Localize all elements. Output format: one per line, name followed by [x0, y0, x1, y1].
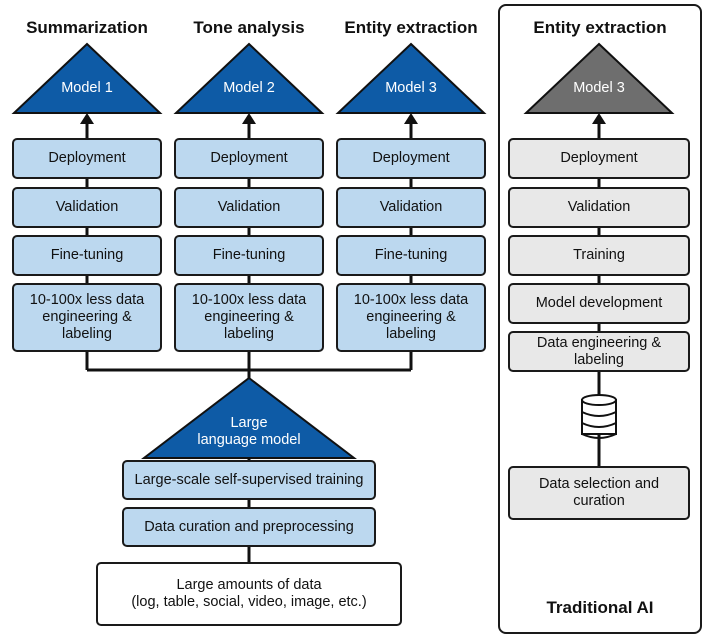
col3-arrow — [404, 113, 418, 124]
col1-data-box: 10-100x less data engineering & labeling — [12, 283, 162, 352]
model-1-triangle — [11, 42, 163, 114]
col2-validation-box: Validation — [174, 187, 324, 228]
model-3-triangle — [335, 42, 487, 114]
model-2-triangle — [173, 42, 325, 114]
llm-data-box: Large amounts of data (log, table, socia… — [96, 562, 402, 626]
col1-finetuning-box: Fine-tuning — [12, 235, 162, 276]
col3-finetuning-box: Fine-tuning — [336, 235, 486, 276]
col3-validation-box: Validation — [336, 187, 486, 228]
traditional-data-selection-box: Data selection and curation — [508, 466, 690, 520]
llm-curation-box: Data curation and preprocessing — [122, 507, 376, 547]
model-1-label: Model 1 — [61, 80, 113, 96]
col3-data-box: 10-100x less data engineering & labeling — [336, 283, 486, 352]
llm-label: Large language model — [197, 415, 301, 448]
llm-training-box: Large-scale self-supervised training — [122, 460, 376, 500]
traditional-data-engineering-box: Data engineering & labeling — [508, 331, 690, 372]
traditional-arrow — [592, 113, 606, 124]
traditional-model-triangle — [523, 42, 675, 114]
column-3-heading: Entity extraction — [344, 18, 478, 37]
col1-deployment-box: Deployment — [12, 138, 162, 179]
col2-finetuning-box: Fine-tuning — [174, 235, 324, 276]
traditional-heading: Entity extraction — [533, 18, 667, 37]
model-2-label: Model 2 — [223, 80, 275, 96]
traditional-deployment-box: Deployment — [508, 138, 690, 179]
traditional-model-development-box: Model development — [508, 283, 690, 324]
traditional-validation-box: Validation — [508, 187, 690, 228]
column-1-heading: Summarization — [26, 18, 148, 37]
traditional-training-box: Training — [508, 235, 690, 276]
col1-validation-box: Validation — [12, 187, 162, 228]
col2-arrow — [242, 113, 256, 124]
column-2-heading: Tone analysis — [193, 18, 305, 37]
llm-triangle — [141, 376, 357, 459]
traditional-ai-panel — [498, 4, 702, 634]
col2-data-box: 10-100x less data engineering & labeling — [174, 283, 324, 352]
col2-deployment-box: Deployment — [174, 138, 324, 179]
traditional-ai-footer: Traditional AI — [546, 598, 654, 617]
col1-arrow — [80, 113, 94, 124]
traditional-model-label: Model 3 — [573, 80, 625, 96]
model-3-label: Model 3 — [385, 80, 437, 96]
col3-deployment-box: Deployment — [336, 138, 486, 179]
database-icon — [581, 394, 617, 439]
